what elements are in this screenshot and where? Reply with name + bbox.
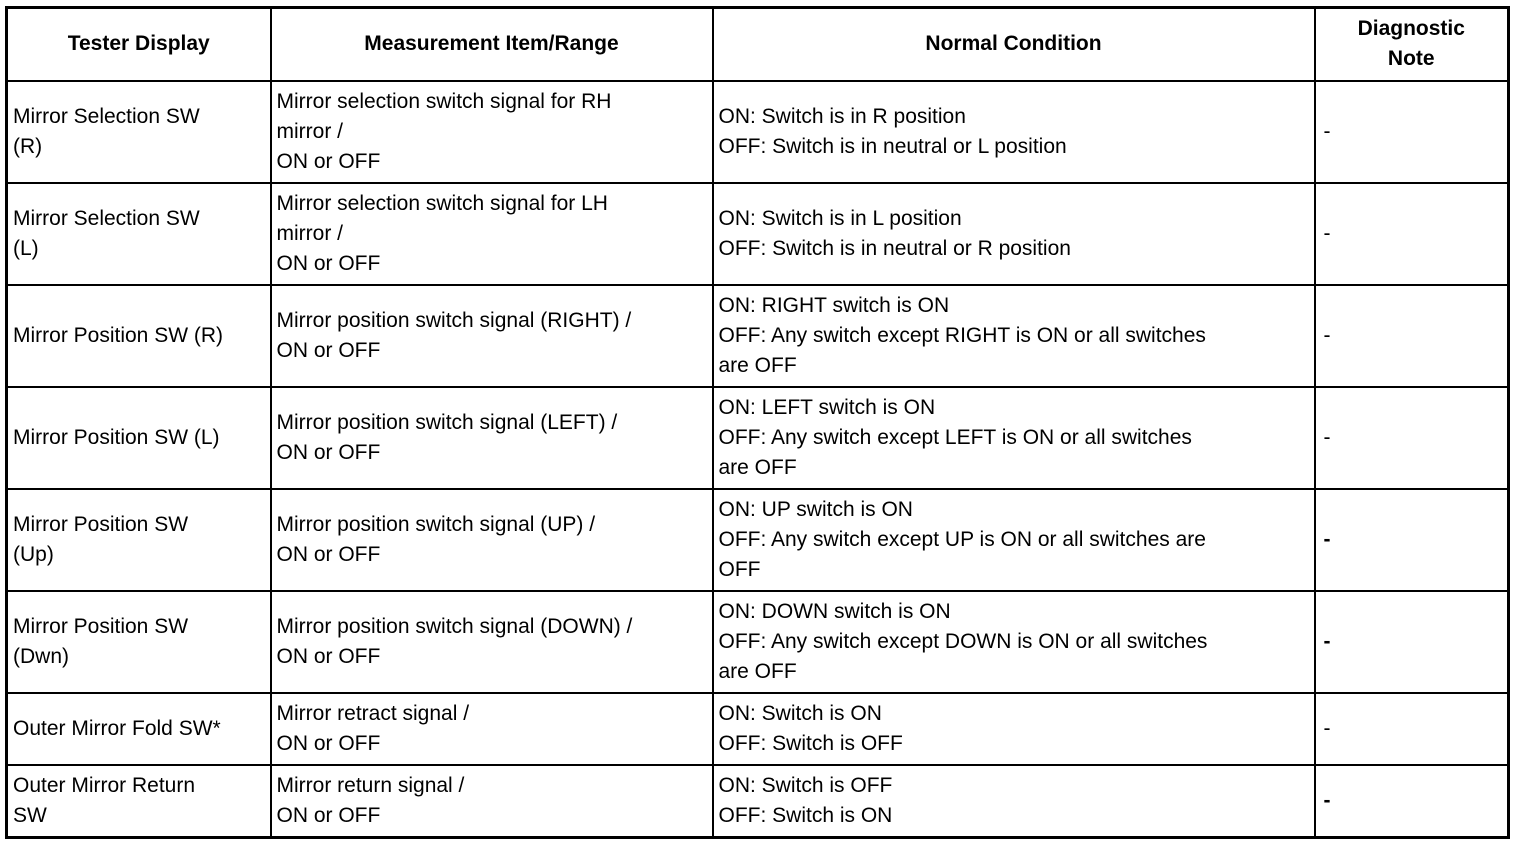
tester-display-cell: Mirror Position SW (R) <box>5 283 272 388</box>
tester-display-cell: Mirror Selection SW (R) <box>5 79 272 184</box>
diagnostic-note-cell: - <box>1313 79 1510 184</box>
measurement-cell: Mirror return signal / ON or OFF <box>269 764 714 839</box>
diagnostic-note-cell: - <box>1313 181 1510 286</box>
diagnostic-note-cell: - <box>1313 385 1510 491</box>
normal-condition-cell: ON: Switch is in R position OFF: Switch … <box>711 79 1316 184</box>
table-row: Mirror Position SW (Dwn) Mirror position… <box>5 590 1510 695</box>
table-row: Mirror Position SW (Up) Mirror position … <box>5 487 1510 593</box>
normal-condition-cell: ON: Switch is in L position OFF: Switch … <box>711 181 1316 286</box>
diagnostic-note-cell: - <box>1313 590 1510 695</box>
normal-condition-cell: ON: Switch is OFF OFF: Switch is ON <box>711 764 1316 839</box>
table-row: Mirror Selection SW (R) Mirror selection… <box>5 79 1510 184</box>
measurement-cell: Mirror position switch signal (LEFT) / O… <box>269 385 714 491</box>
normal-condition-cell: ON: UP switch is ON OFF: Any switch exce… <box>711 487 1316 593</box>
table-header-row: Tester Display Measurement Item/Range No… <box>5 6 1510 82</box>
normal-condition-cell: ON: RIGHT switch is ON OFF: Any switch e… <box>711 283 1316 388</box>
tester-display-cell: Mirror Position SW (L) <box>5 385 272 491</box>
measurement-cell: Mirror position switch signal (UP) / ON … <box>269 487 714 593</box>
diagnostic-note-cell: - <box>1313 283 1510 388</box>
data-list-table: Tester Display Measurement Item/Range No… <box>5 6 1510 839</box>
tester-display-cell: Mirror Position SW (Dwn) <box>5 590 272 695</box>
measurement-cell: Mirror selection switch signal for LH mi… <box>269 181 714 286</box>
tester-display-cell: Outer Mirror Fold SW* <box>5 692 272 767</box>
measurement-cell: Mirror selection switch signal for RH mi… <box>269 79 714 184</box>
normal-condition-cell: ON: DOWN switch is ON OFF: Any switch ex… <box>711 590 1316 695</box>
normal-condition-cell: ON: Switch is ON OFF: Switch is OFF <box>711 692 1316 767</box>
header-diagnostic-note: Diagnostic Note <box>1313 6 1510 82</box>
table-row: Outer Mirror Return SW Mirror return sig… <box>5 764 1510 839</box>
table-row: Mirror Position SW (L) Mirror position s… <box>5 385 1510 491</box>
tester-display-cell: Mirror Position SW (Up) <box>5 487 272 593</box>
table-row: Outer Mirror Fold SW* Mirror retract sig… <box>5 692 1510 767</box>
measurement-cell: Mirror position switch signal (DOWN) / O… <box>269 590 714 695</box>
diagnostic-note-cell: - <box>1313 487 1510 593</box>
header-tester-display: Tester Display <box>5 6 272 82</box>
table-row: Mirror Selection SW (L) Mirror selection… <box>5 181 1510 286</box>
measurement-cell: Mirror position switch signal (RIGHT) / … <box>269 283 714 388</box>
header-measurement-item: Measurement Item/Range <box>269 6 714 82</box>
table-row: Mirror Position SW (R) Mirror position s… <box>5 283 1510 388</box>
measurement-cell: Mirror retract signal / ON or OFF <box>269 692 714 767</box>
normal-condition-cell: ON: LEFT switch is ON OFF: Any switch ex… <box>711 385 1316 491</box>
tester-display-cell: Mirror Selection SW (L) <box>5 181 272 286</box>
diagnostic-note-cell: - <box>1313 764 1510 839</box>
header-normal-condition: Normal Condition <box>711 6 1316 82</box>
tester-display-cell: Outer Mirror Return SW <box>5 764 272 839</box>
diagnostic-note-cell: - <box>1313 692 1510 767</box>
